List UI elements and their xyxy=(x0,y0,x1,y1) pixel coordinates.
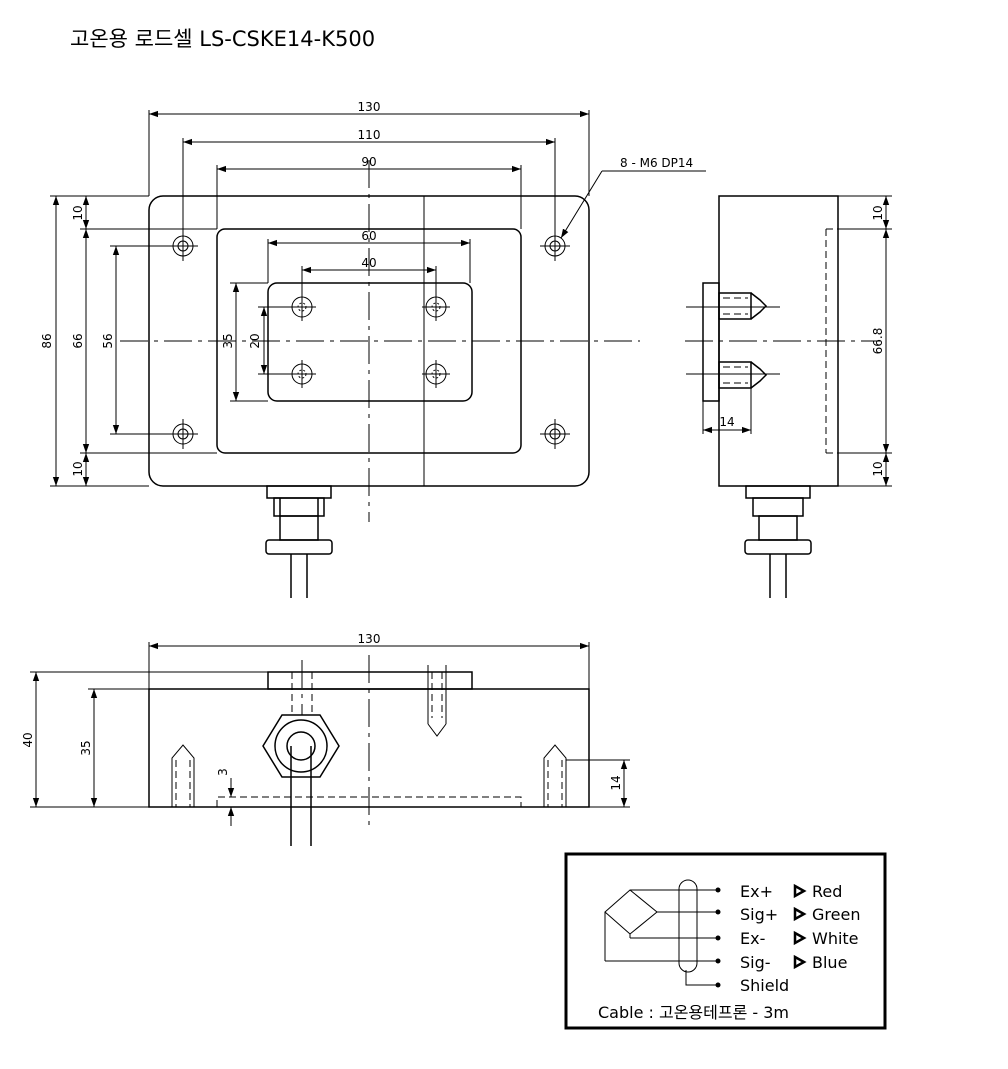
side-cable-gland xyxy=(744,485,812,598)
terminal-ex-minus: Ex- xyxy=(740,929,765,948)
side-dim-66-8: 66.8 xyxy=(871,328,885,355)
side-studs xyxy=(686,282,780,402)
wire-color-green: Green xyxy=(812,905,860,924)
terminal-shield: Shield xyxy=(740,976,789,995)
dim-40: 40 xyxy=(361,256,376,270)
cable-spec: Cable : 고온용테프론 - 3m xyxy=(598,1003,789,1022)
dim-130: 130 xyxy=(358,100,381,114)
terminal-ex-plus: Ex+ xyxy=(740,882,773,901)
terminal-dots xyxy=(715,887,721,988)
dim-56: 56 xyxy=(101,333,115,348)
wire-color-blue: Blue xyxy=(812,953,847,972)
legend-box xyxy=(564,852,887,1030)
bottom-dim-40: 40 xyxy=(21,732,35,747)
bottom-cable-gland xyxy=(262,714,340,846)
hole-callout: 8 - M6 DP14 xyxy=(620,156,693,170)
wire-color-white: White xyxy=(812,929,859,948)
dim-35: 35 xyxy=(221,333,235,348)
bottom-dim-35: 35 xyxy=(79,740,93,755)
side-dim-10-top: 10 xyxy=(871,205,885,220)
dim-66: 66 xyxy=(71,333,85,348)
side-dim-10-bottom: 10 xyxy=(871,461,885,476)
bottom-top-plate xyxy=(267,671,473,690)
front-view: 130 110 90 60 40 86 66 56 35 xyxy=(40,100,706,598)
dim-20: 20 xyxy=(248,333,262,348)
drawing-title: 고온용 로드셀 LS-CSKE14-K500 xyxy=(70,27,375,51)
side-view: 10 66.8 10 14 xyxy=(685,195,892,598)
side-dim-14: 14 xyxy=(719,415,734,429)
front-cable-gland xyxy=(265,485,333,598)
dim-90: 90 xyxy=(361,155,376,169)
bottom-dim-3: 3 xyxy=(216,768,230,776)
bottom-dim-130: 130 xyxy=(358,632,381,646)
dim-10-bottom: 10 xyxy=(71,461,85,476)
load-plate-holes xyxy=(288,293,450,388)
dim-86: 86 xyxy=(40,333,54,348)
bottom-view: 130 40 35 3 14 xyxy=(21,632,630,846)
dim-60: 60 xyxy=(361,229,376,243)
terminal-sig-plus: Sig+ xyxy=(740,905,778,924)
wire-color-red: Red xyxy=(812,882,842,901)
dim-10-top: 10 xyxy=(71,205,85,220)
bottom-dim-14: 14 xyxy=(609,775,623,790)
bridge-symbol xyxy=(604,879,718,986)
dim-110: 110 xyxy=(358,128,381,142)
wiring-legend: Ex+ Sig+ Ex- Sig- Shield Red Green White… xyxy=(564,852,887,1030)
front-load-plate xyxy=(267,282,473,402)
color-arrows xyxy=(793,883,807,970)
terminal-sig-minus: Sig- xyxy=(740,953,771,972)
